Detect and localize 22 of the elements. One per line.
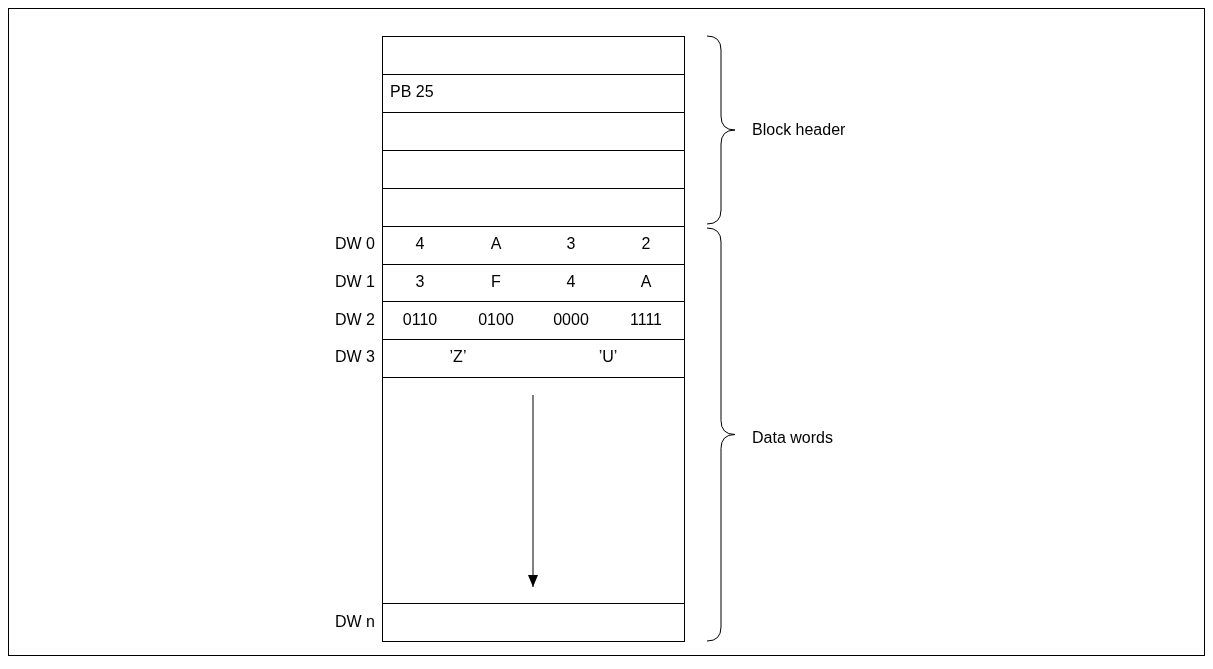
data-value: 0000 bbox=[553, 311, 589, 328]
data-value: 1111 bbox=[630, 311, 662, 328]
data-value: A bbox=[490, 236, 502, 252]
data-value: ’U’ bbox=[598, 349, 618, 366]
row-label: DW 2 bbox=[335, 311, 375, 328]
data-value: 0100 bbox=[478, 311, 514, 328]
row-label: DW 3 bbox=[335, 349, 375, 366]
data-value: 3 bbox=[566, 236, 576, 252]
brace-label: Data words bbox=[752, 430, 833, 446]
data-value: 0110 bbox=[402, 311, 438, 328]
data-value: 4 bbox=[415, 236, 425, 252]
data-value: 4 bbox=[566, 273, 576, 290]
row-label: DW 1 bbox=[335, 273, 375, 290]
data-value: F bbox=[491, 273, 501, 290]
brace-label: Block header bbox=[752, 122, 846, 138]
row-label: DW n bbox=[335, 614, 375, 630]
data-value: 2 bbox=[641, 236, 651, 252]
block-number: PB 25 bbox=[390, 84, 434, 100]
row-label: DW 0 bbox=[335, 236, 375, 252]
data-value: A bbox=[640, 273, 652, 290]
data-value: ’Z’ bbox=[449, 349, 467, 366]
data-value: 3 bbox=[415, 273, 425, 290]
